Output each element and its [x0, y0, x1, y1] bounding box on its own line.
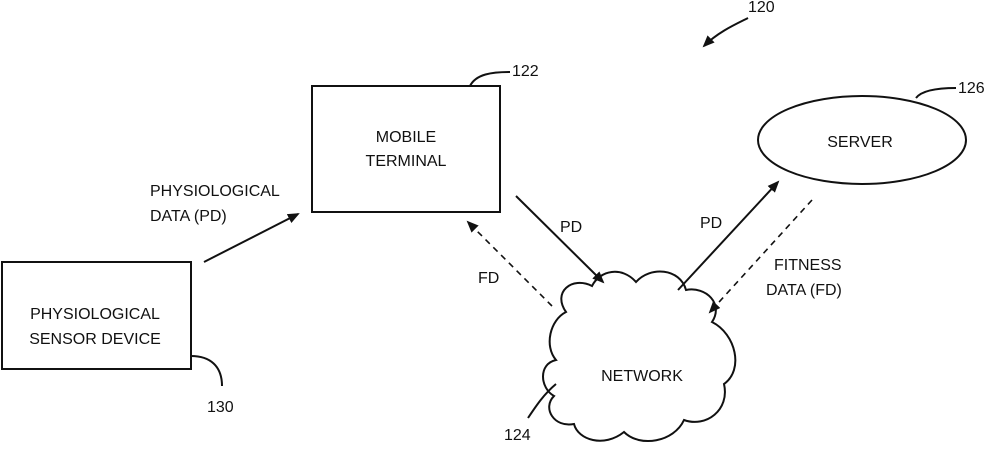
- network-label: NETWORK: [601, 368, 683, 385]
- sensor-device-ref: 130: [207, 399, 234, 416]
- edge-sensor-to-mobile-label-line2: DATA (PD): [150, 208, 227, 225]
- server-label: SERVER: [827, 134, 893, 151]
- edge-mobile-to-network-label: PD: [560, 219, 582, 236]
- mobile-terminal-label-line1: MOBILE: [376, 129, 436, 146]
- mobile-terminal-ref: 122: [512, 63, 539, 80]
- edge-network-to-server: [678, 182, 778, 290]
- system-ref-label: 120: [748, 0, 775, 16]
- edge-server-to-network-label-line1: FITNESS: [774, 257, 842, 274]
- edge-sensor-to-mobile-label-line1: PHYSIOLOGICAL: [150, 183, 280, 200]
- system-ref-arrow: [704, 18, 748, 46]
- server-ref: 126: [958, 80, 985, 97]
- mobile-terminal-box: [312, 86, 500, 212]
- sensor-device-label-line2: SENSOR DEVICE: [29, 331, 161, 348]
- network-cloud: [543, 272, 735, 442]
- mobile-terminal-label-line2: TERMINAL: [366, 153, 447, 170]
- edge-network-to-server-label: PD: [700, 215, 722, 232]
- edge-server-to-network-label-line2: DATA (FD): [766, 282, 842, 299]
- edge-network-to-mobile: [468, 222, 552, 306]
- network-ref: 124: [504, 427, 531, 444]
- edge-network-to-mobile-label: FD: [478, 270, 499, 287]
- server-ref-leader: [916, 88, 956, 98]
- sensor-device-label-line1: PHYSIOLOGICAL: [30, 306, 160, 323]
- sensor-device-ref-leader: [191, 356, 222, 386]
- mobile-terminal-ref-leader: [470, 72, 510, 86]
- edge-mobile-to-network: [516, 196, 603, 282]
